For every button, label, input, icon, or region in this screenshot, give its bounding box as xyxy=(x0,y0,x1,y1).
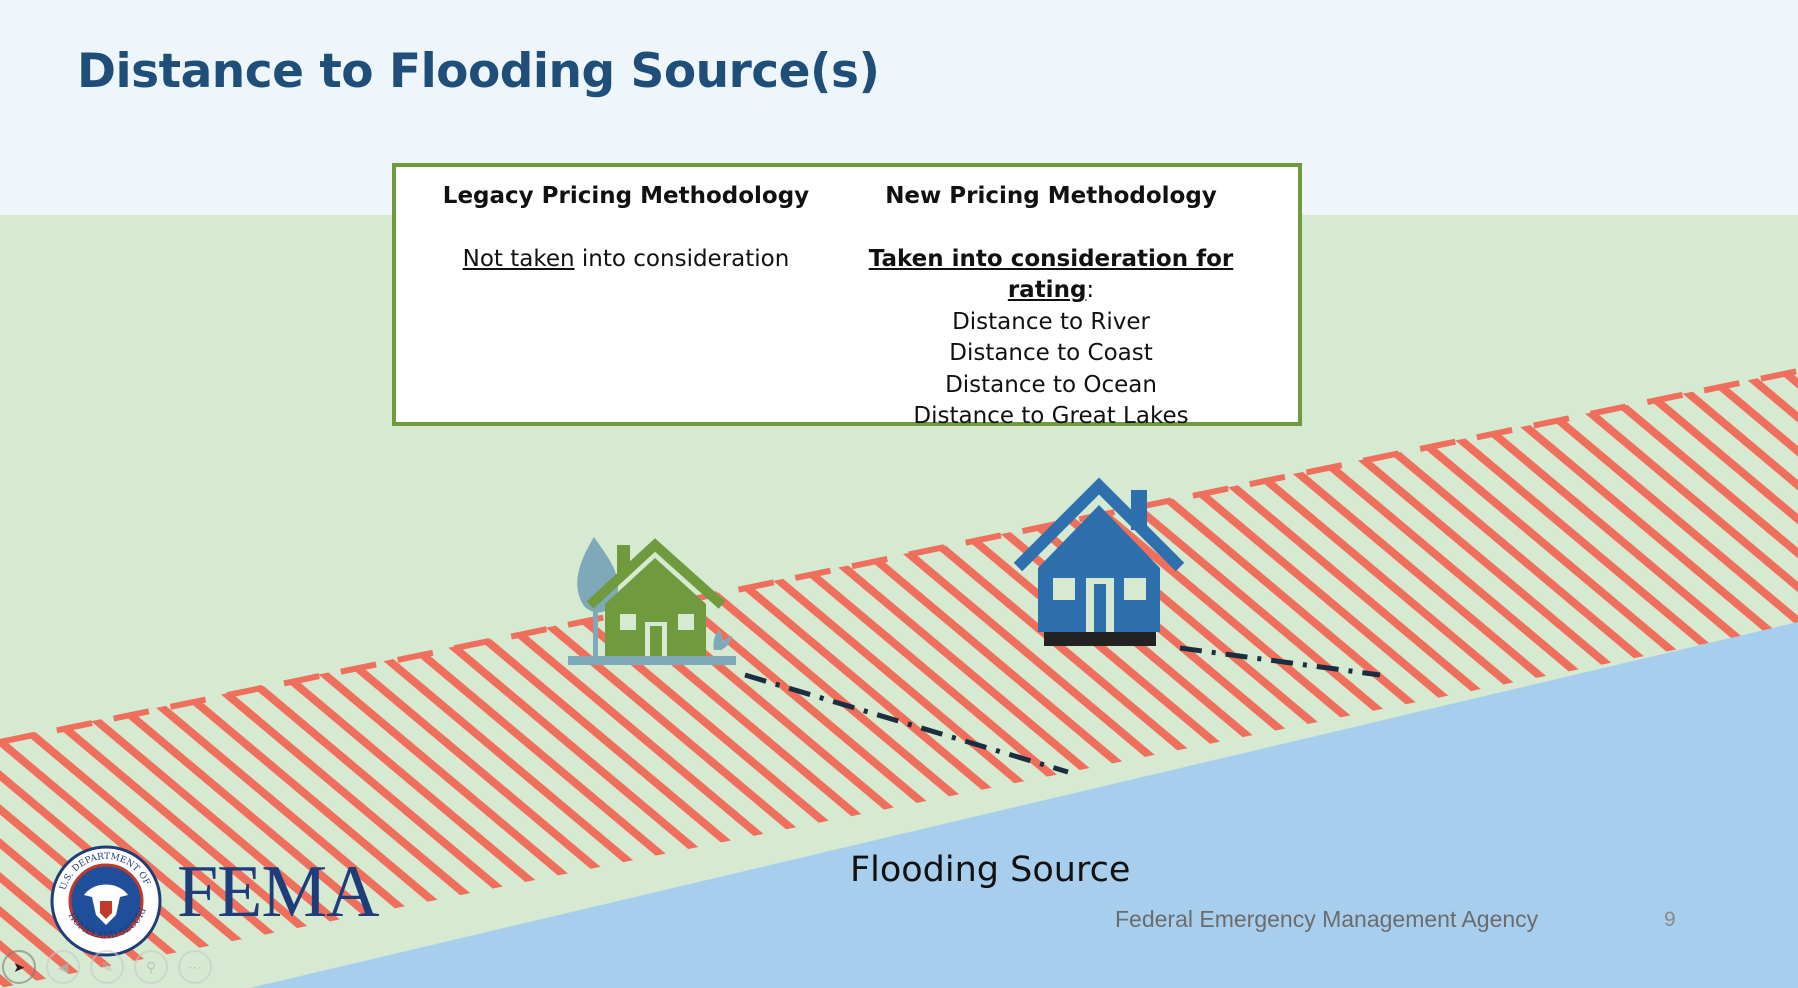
list-item: Distance to Coast xyxy=(846,338,1256,370)
legacy-heading: Legacy Pricing Methodology xyxy=(426,181,826,213)
presentation-controls: ➤ ◀ ✎ ⚲ ⋯ xyxy=(2,950,212,984)
previous-icon[interactable]: ◀ xyxy=(46,950,80,984)
new-column: New Pricing Methodology Taken into consi… xyxy=(846,181,1256,433)
list-item: Distance to Ocean xyxy=(846,370,1256,402)
legacy-column: Legacy Pricing Methodology Not taken int… xyxy=(426,181,826,275)
legacy-rest: into consideration xyxy=(575,246,790,272)
new-lead-suffix: : xyxy=(1086,277,1094,303)
methodology-comparison-box: Legacy Pricing Methodology Not taken int… xyxy=(392,163,1302,426)
dhs-seal-icon: U.S. DEPARTMENT OF HOMELAND SECURITY xyxy=(50,845,162,957)
legacy-emphasis: Not taken xyxy=(463,246,575,272)
more-icon[interactable]: ⋯ xyxy=(178,950,212,984)
slide-title: Distance to Flooding Source(s) xyxy=(77,44,879,99)
flooding-source-label: Flooding Source xyxy=(850,850,1130,890)
new-lead-text: Taken into consideration for rating xyxy=(869,246,1234,304)
pointer-icon[interactable]: ➤ xyxy=(2,950,36,984)
page-number: 9 xyxy=(1664,908,1676,932)
fema-logo-text: FEMA xyxy=(177,855,379,929)
list-item: Distance to Great Lakes xyxy=(846,401,1256,433)
pen-icon[interactable]: ✎ xyxy=(90,950,124,984)
zoom-icon[interactable]: ⚲ xyxy=(134,950,168,984)
new-lead: Taken into consideration for rating: xyxy=(846,244,1256,307)
legacy-statement: Not taken into consideration xyxy=(426,244,826,276)
new-heading: New Pricing Methodology xyxy=(846,181,1256,213)
list-item: Distance to River xyxy=(846,307,1256,339)
footer-agency: Federal Emergency Management Agency xyxy=(1115,906,1538,933)
